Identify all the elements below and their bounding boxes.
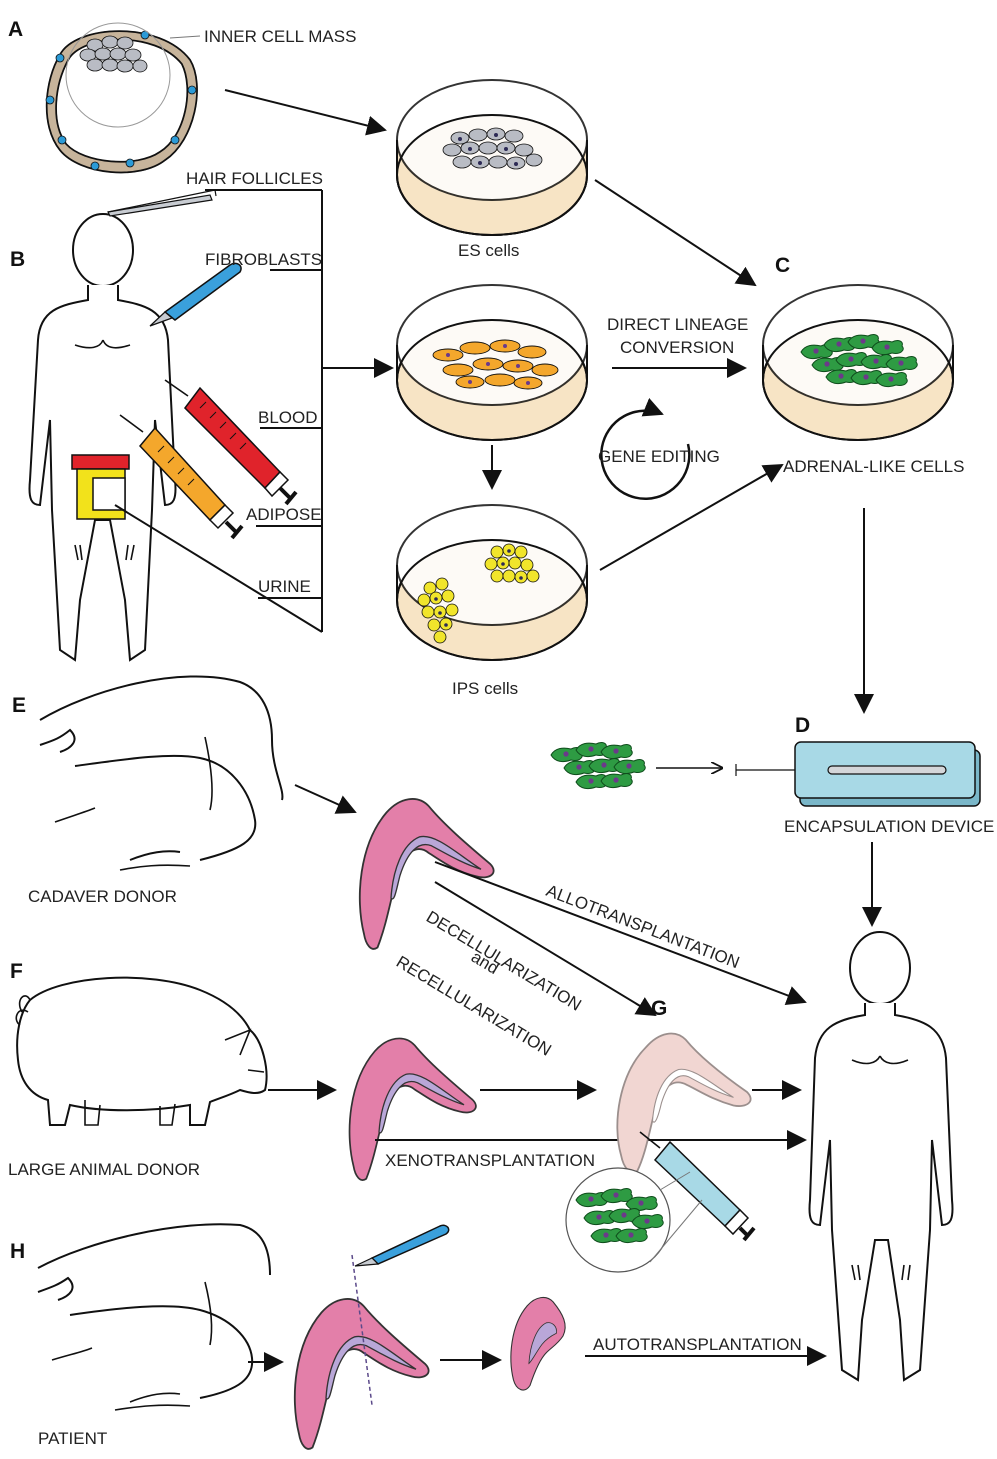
label-allotransplantation: ALLOTRANSPLANTATION bbox=[544, 881, 742, 972]
label-fibroblasts: FIBROBLASTS bbox=[205, 250, 322, 269]
decellularized-scaffold-icon bbox=[616, 1032, 752, 1173]
adrenal-gland-icon bbox=[293, 1298, 430, 1450]
circular-arrow-icon bbox=[600, 397, 691, 500]
label-cadaver-donor: CADAVER DONOR bbox=[28, 887, 177, 906]
arrow-a-to-es bbox=[224, 89, 387, 136]
arrow-cadaver-to-gland bbox=[294, 784, 357, 814]
scalpel-icon bbox=[149, 262, 242, 327]
syringe-icon bbox=[164, 379, 298, 506]
encapsulation-device-icon bbox=[735, 741, 981, 807]
adrenal-gland-fragment-icon bbox=[510, 1296, 566, 1391]
label-large-animal-donor: LARGE ANIMAL DONOR bbox=[8, 1160, 200, 1179]
source-bracket bbox=[114, 189, 323, 633]
tweezers-icon bbox=[107, 189, 217, 217]
label-es-cells: ES cells bbox=[458, 241, 519, 260]
syringe-icon bbox=[119, 414, 244, 540]
cells-magnifier bbox=[565, 1167, 703, 1273]
panel-label-h: H bbox=[10, 1240, 25, 1263]
petri-dish-fibroblasts bbox=[396, 284, 588, 441]
label-autotransplantation: AUTOTRANSPLANTATION bbox=[593, 1335, 802, 1354]
arrow-decellularization bbox=[434, 881, 657, 1017]
label-conversion: CONVERSION bbox=[620, 338, 734, 357]
label-encapsulation-device: ENCAPSULATION DEVICE bbox=[784, 817, 994, 836]
adrenal-gland-icon bbox=[348, 1037, 477, 1181]
blastocyst-icon bbox=[45, 22, 201, 174]
arrow-es-to-c bbox=[594, 179, 757, 287]
panel-label-b: B bbox=[10, 248, 25, 271]
petri-dish-ips bbox=[396, 504, 588, 661]
arrow-allotransplantation bbox=[434, 861, 807, 1005]
incision-line bbox=[351, 1254, 373, 1406]
arrow-ips-to-c bbox=[599, 464, 784, 571]
label-blood: BLOOD bbox=[258, 408, 318, 427]
label-xenotransplantation: XENOTRANSPLANTATION bbox=[385, 1151, 595, 1170]
label-hair-follicles: HAIR FOLLICLES bbox=[186, 169, 323, 188]
panel-label-d: D bbox=[795, 714, 810, 737]
petri-dish-es bbox=[396, 79, 588, 236]
label-gene-editing: GENE EDITING bbox=[598, 447, 720, 466]
panel-label-e: E bbox=[12, 694, 26, 717]
reclining-body-icon bbox=[37, 1223, 271, 1411]
adrenal-gland-icon bbox=[358, 798, 495, 950]
syringe-icon bbox=[639, 1131, 756, 1242]
scalpel-icon bbox=[354, 1224, 450, 1267]
label-direct-lineage: DIRECT LINEAGE bbox=[607, 315, 748, 334]
label-inner-cell-mass: INNER CELL MASS bbox=[204, 27, 356, 46]
human-figure-icon bbox=[808, 931, 954, 1382]
panel-label-c: C bbox=[775, 254, 790, 277]
petri-dish-adrenal-like bbox=[762, 284, 954, 441]
pig-icon bbox=[15, 976, 268, 1126]
reclining-body-icon bbox=[39, 675, 284, 871]
panel-label-f: F bbox=[10, 960, 23, 983]
label-adipose: ADIPOSE bbox=[246, 505, 322, 524]
label-urine: URINE bbox=[258, 577, 311, 596]
label-patient: PATIENT bbox=[38, 1429, 107, 1448]
urine-cup-icon bbox=[71, 454, 130, 520]
adrenal-like-cells-cluster bbox=[550, 742, 646, 790]
label-adrenal-like-cells: ADRENAL-LIKE CELLS bbox=[783, 457, 964, 476]
label-ips-cells: IPS cells bbox=[452, 679, 518, 698]
panel-label-a: A bbox=[8, 18, 23, 41]
panel-label-g: G bbox=[651, 997, 667, 1020]
